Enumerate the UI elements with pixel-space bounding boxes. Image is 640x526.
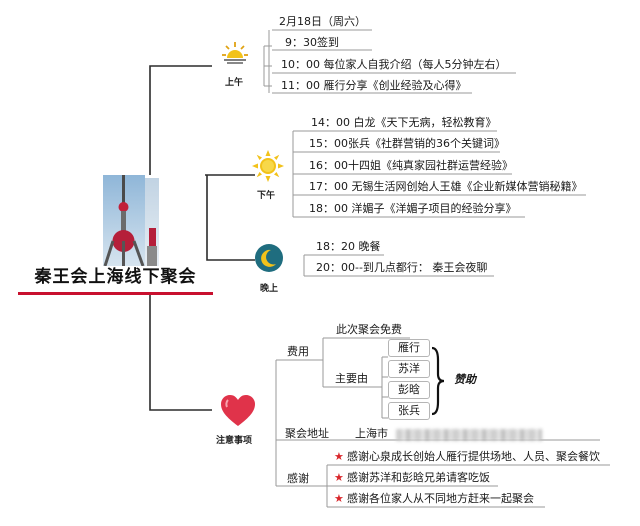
morning-item-share: 11：00 雁行分享《创业经验及心得》 — [281, 79, 467, 92]
thanks-item-3: 感谢各位家人从不同地方赶来一起聚会 — [347, 492, 534, 505]
branch-morning — [149, 65, 212, 175]
branch-notes — [149, 295, 212, 411]
star-icon: ★ — [334, 471, 344, 484]
sponsor-zhangbing: 张兵 — [388, 402, 430, 420]
morning-item-intro: 10：00 每位家人自我介绍（每人5分钟左右） — [281, 58, 507, 71]
venue-blurred-address — [396, 429, 542, 441]
star-icon: ★ — [334, 450, 344, 463]
evening-item-dinner: 18：20 晚餐 — [316, 240, 381, 253]
afternoon-item-5: 18：00 洋媚子《洋媚子项目的经验分享》 — [309, 202, 517, 215]
sun-icon — [252, 150, 284, 182]
notes-label: 注意事项 — [216, 436, 253, 446]
sponsor-yanxing: 雁行 — [388, 339, 430, 357]
morning-item-checkin: 9：30签到 — [285, 36, 339, 49]
afternoon-item-3: 16：00十四姐《纯真家园社群运营经验》 — [309, 159, 513, 172]
fee-free: 此次聚会免费 — [336, 323, 402, 336]
thanks-item-2: 感谢苏洋和彭晗兄弟请客吃饭 — [347, 471, 490, 484]
evening-label: 晚上 — [260, 284, 279, 294]
venue-value: 上海市 — [355, 427, 388, 440]
fee-label: 费用 — [287, 345, 309, 358]
sponsor-penghan: 彭晗 — [388, 381, 430, 399]
morning-label: 上午 — [225, 78, 244, 88]
afternoon-item-1: 14：00 白龙《天下无病，轻松教育》 — [311, 116, 497, 129]
thanks-label: 感谢 — [287, 472, 309, 485]
branch-evening — [206, 175, 255, 261]
sunrise-icon — [222, 42, 248, 64]
thanks-item-1: 感谢心泉成长创始人雁行提供场地、人员、聚会餐饮 — [347, 450, 600, 463]
evening-item-chat: 20：00--到几点都行： 秦王会夜聊 — [316, 261, 488, 274]
afternoon-label: 下午 — [257, 191, 276, 201]
afternoon-item-4: 17：00 无锡生活网创始人王雄《企业新媒体营销秘籍》 — [309, 180, 583, 193]
center-title: 秦王会上海线下聚会 — [34, 267, 197, 287]
tower-photo — [103, 175, 145, 266]
heart-icon — [221, 395, 255, 426]
morning-item-date: 2月18日（周六） — [279, 15, 366, 28]
photo-side — [145, 178, 159, 266]
fee-main-by: 主要由 — [335, 372, 368, 385]
venue-label: 聚会地址 — [285, 427, 329, 440]
moon-icon — [255, 244, 283, 272]
sponsor-brace — [431, 346, 445, 416]
star-icon: ★ — [334, 492, 344, 505]
afternoon-item-2: 15：00张兵《社群营销的36个关键词》 — [309, 137, 505, 150]
sponsor-tag: 赞助 — [454, 373, 476, 386]
sponsor-suyang: 苏洋 — [388, 360, 430, 378]
center-underline — [18, 292, 213, 295]
